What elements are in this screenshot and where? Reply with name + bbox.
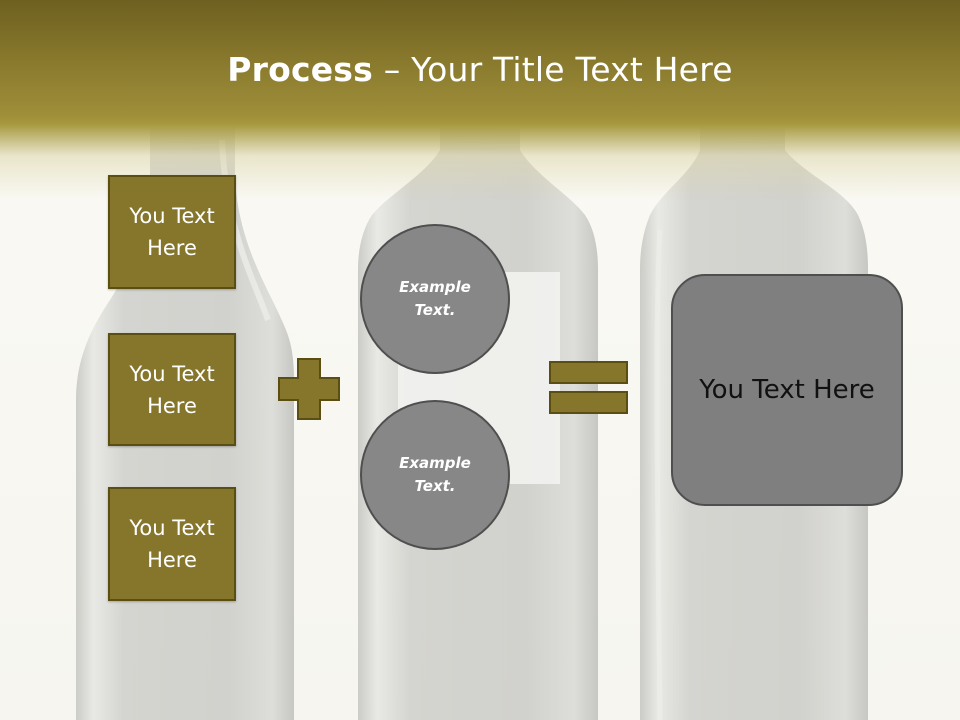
result-box-text: You Text Here xyxy=(699,375,875,405)
example-circle-2[interactable]: Example Text. xyxy=(360,400,510,550)
result-box[interactable]: You Text Here xyxy=(671,274,903,506)
input-box-2[interactable]: You Text Here xyxy=(108,333,236,446)
input-box-1-line2: Here xyxy=(147,236,197,260)
slide-title[interactable]: Process – Your Title Text Here xyxy=(0,50,960,89)
input-box-3-line2: Here xyxy=(147,548,197,572)
input-box-3[interactable]: You Text Here xyxy=(108,487,236,601)
example-circle-2-line1: Example xyxy=(399,454,471,472)
title-dash: – xyxy=(373,50,412,89)
input-box-2-line2: Here xyxy=(147,393,197,418)
input-box-1-line1: You Text xyxy=(129,204,215,228)
input-box-2-line1: You Text xyxy=(129,361,215,386)
input-box-3-line1: You Text xyxy=(129,516,215,540)
title-banner xyxy=(0,0,960,200)
plus-icon xyxy=(278,358,340,420)
title-rest: Your Title Text Here xyxy=(411,50,733,89)
example-circle-1[interactable]: Example Text. xyxy=(360,224,510,374)
example-circle-2-line2: Text. xyxy=(414,477,456,495)
example-circle-1-line1: Example xyxy=(399,278,471,296)
equals-icon xyxy=(549,361,628,414)
input-box-1[interactable]: You Text Here xyxy=(108,175,236,289)
example-circle-1-line2: Text. xyxy=(414,301,456,319)
title-bold: Process xyxy=(227,50,373,89)
